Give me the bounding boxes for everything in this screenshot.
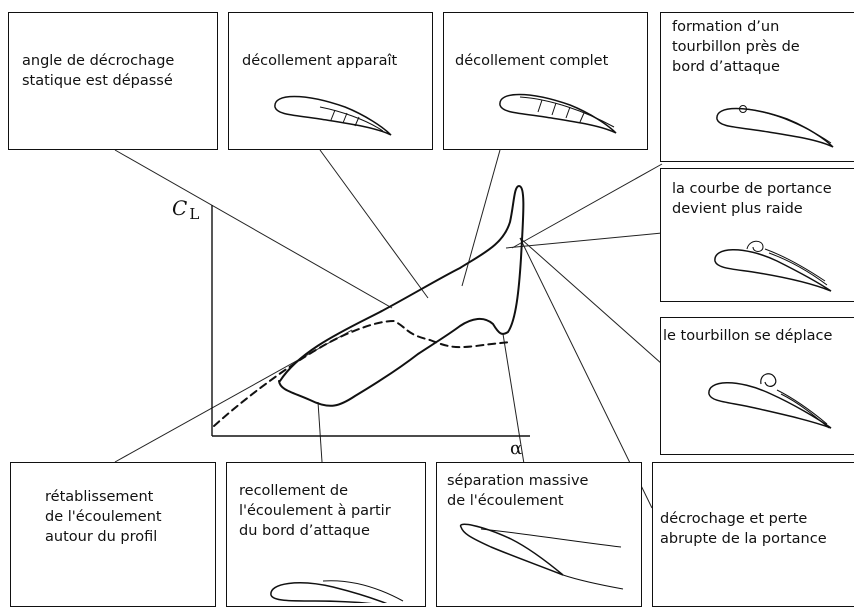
static-lift-curve-dashed — [213, 320, 513, 427]
box-separation-appears-text: décollement apparaît — [242, 53, 398, 69]
dynamic-lift-hysteresis-loop — [278, 185, 525, 407]
box-vortex-moves-text: le tourbillon se déplace — [663, 328, 833, 344]
leader-static-stall — [114, 149, 393, 309]
leader-reattachment — [317, 401, 323, 463]
leader-vortex-formation — [511, 163, 663, 249]
leader-lift-steeper — [505, 232, 663, 249]
box-vortex-moves: le tourbillon se déplace — [660, 317, 854, 455]
box-lift-curve-steeper-text: la courbe de portance devient plus raide — [672, 181, 832, 217]
airfoil-massive-separation-icon — [459, 523, 624, 590]
box-stall-lift-loss-text: décrochage et perte abrupte de la portan… — [660, 511, 827, 547]
box-lift-curve-steeper: la courbe de portance devient plus raide — [660, 168, 854, 302]
leader-separation-appears — [319, 149, 429, 299]
box-stall-lift-loss: décrochage et perte abrupte de la portan… — [652, 462, 854, 607]
box-massive-separation-text: séparation massive de l'écoulement — [447, 473, 589, 509]
box-complete-separation-text: décollement complet — [455, 53, 609, 69]
airfoil-vortex-moves-icon — [708, 373, 832, 429]
leader-complete-separation — [461, 149, 501, 287]
box-static-stall-exceeded-text: angle de décrochage statique est dépassé — [22, 53, 175, 89]
y-axis-symbol: C — [172, 196, 188, 220]
airfoil-vortex-formation-icon — [716, 105, 834, 148]
airfoil-lift-steeper-icon — [714, 240, 832, 292]
airfoil-complete-separation-icon — [499, 93, 617, 134]
airfoil-separation-appears-icon — [274, 95, 392, 136]
box-static-stall-exceeded: angle de décrochage statique est dépassé — [8, 12, 218, 150]
box-reattachment-leading-edge: recollement de l'écoulement à partir du … — [226, 462, 426, 607]
box-separation-appears: décollement apparaît — [228, 12, 433, 150]
leader-massive-separation — [502, 333, 526, 471]
box-reattachment-leading-edge-text: recollement de l'écoulement à partir du … — [239, 483, 391, 539]
box-flow-reestablished: rétablissement de l'écoulement autour du… — [10, 462, 216, 607]
box-leading-edge-vortex-formation-text: formation d’un tourbillon près de bord d… — [672, 19, 800, 75]
box-massive-separation: séparation massive de l'écoulement — [436, 462, 642, 607]
y-axis-subscript: L — [189, 205, 200, 223]
box-leading-edge-vortex-formation: formation d’un tourbillon près de bord d… — [660, 12, 854, 162]
airfoil-reattachment-icon — [270, 580, 404, 603]
x-axis-label: α — [510, 438, 523, 459]
box-complete-separation: décollement complet — [443, 12, 648, 150]
box-flow-reestablished-text: rétablissement de l'écoulement autour du… — [45, 489, 162, 545]
leader-vortex-moves — [519, 237, 663, 365]
